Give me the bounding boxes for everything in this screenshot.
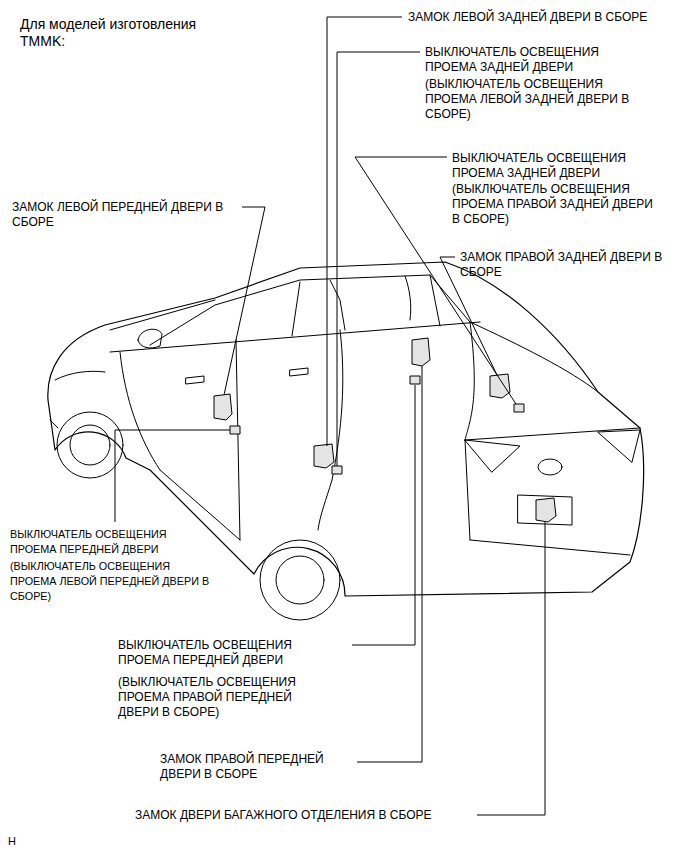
part-label: (ВЫКЛЮЧАТЕЛЬ ОСВЕЩЕНИЯ ПРОЕМА ПРАВОЙ ЗАД… [452, 182, 657, 227]
part-label: ЗАМОК ПРАВОЙ ЗАДНЕЙ ДВЕРИ В СБОРЕ [460, 250, 672, 280]
part-label: ВЫКЛЮЧАТЕЛЬ ОСВЕЩЕНИЯ ПРОЕМА ПЕРЕДНЕЙ ДВ… [10, 527, 210, 557]
diagram-title: Для моделей изготовления TMMK: [20, 16, 245, 50]
part-label: ЗАМОК ЛЕВОЙ ЗАДНЕЙ ДВЕРИ В СБОРЕ [408, 10, 647, 25]
part-label: (ВЫКЛЮЧАТЕЛЬ ОСВЕЩЕНИЯ ПРОЕМА ЛЕВОЙ ПЕРЕ… [10, 559, 210, 604]
part-label: ЗАМОК ДВЕРИ БАГАЖНОГО ОТДЕЛЕНИЯ В СБОРЕ [135, 808, 432, 823]
door-components [214, 338, 556, 522]
part-label: ВЫКЛЮЧАТЕЛЬ ОСВЕЩЕНИЯ ПРОЕМА ЗАДНЕЙ ДВЕР… [425, 45, 635, 75]
part-label: ЗАМОК ЛЕВОЙ ПЕРЕДНЕЙ ДВЕРИ В СБОРЕ [12, 200, 238, 230]
part-label: (ВЫКЛЮЧАТЕЛЬ ОСВЕЩЕНИЯ ПРОЕМА ЛЕВОЙ ЗАДН… [425, 77, 640, 122]
figure-code: H [8, 834, 16, 849]
part-label: ЗАМОК ПРАВОЙ ПЕРЕДНЕЙ ДВЕРИ В СБОРЕ [160, 752, 350, 782]
part-label: ВЫКЛЮЧАТЕЛЬ ОСВЕЩЕНИЯ ПРОЕМА ЗАДНЕЙ ДВЕР… [452, 151, 667, 181]
part-label: (ВЫКЛЮЧАТЕЛЬ ОСВЕЩЕНИЯ ПРОЕМА ПРАВОЙ ПЕР… [118, 675, 333, 720]
part-label: ВЫКЛЮЧАТЕЛЬ ОСВЕЩЕНИЯ ПРОЕМА ПЕРЕДНЕЙ ДВ… [118, 638, 333, 668]
leader-lines [115, 17, 545, 815]
